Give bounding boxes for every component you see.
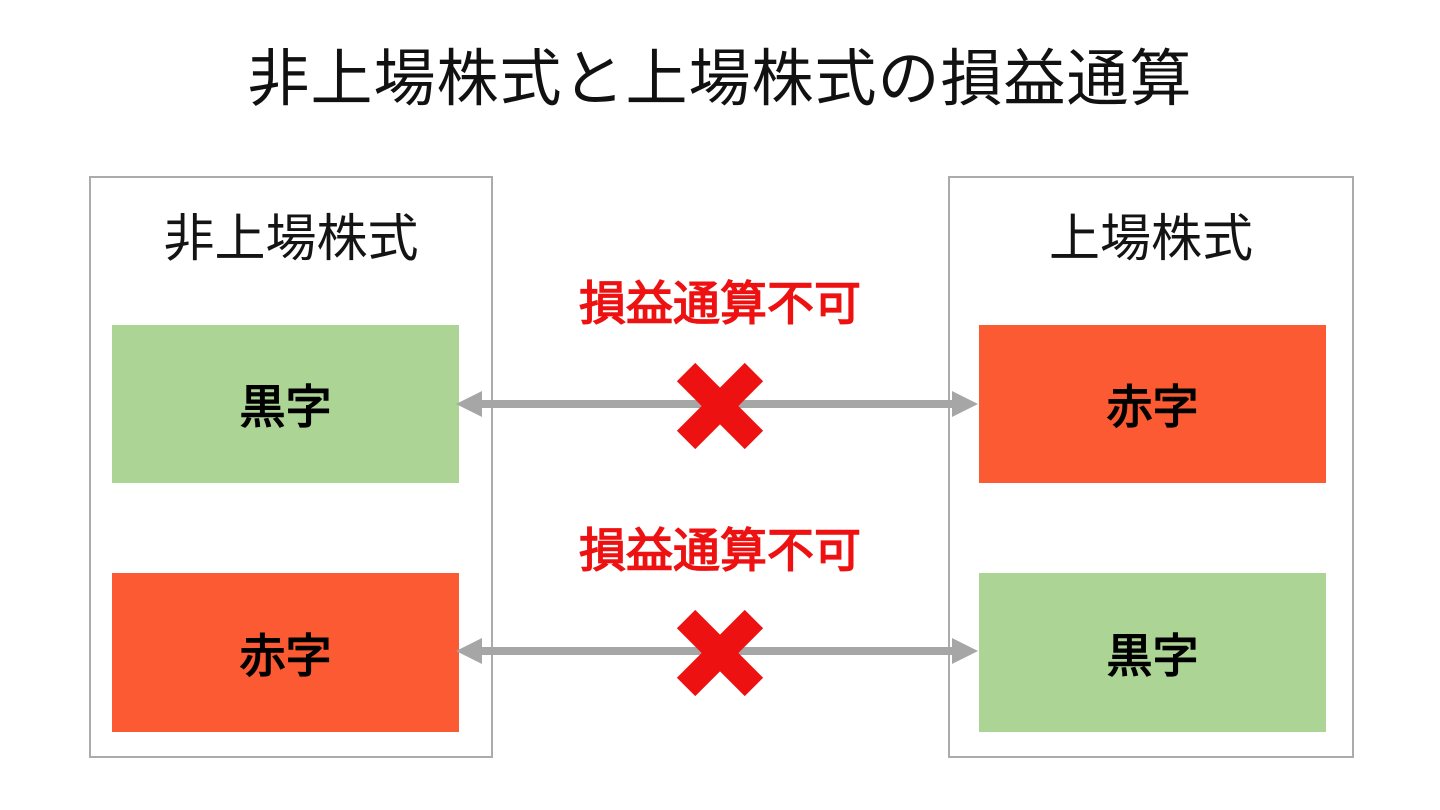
unlisted-loss-box: 赤字 [112,573,459,732]
offset-not-allowed-label-2: 損益通算不可 [579,524,861,577]
unlisted-profit-box: 黒字 [112,325,459,483]
blocked-cross-icon-1 [676,362,764,450]
listed-loss-box: 赤字 [979,325,1326,483]
unlisted-stocks-header: 非上場株式 [163,210,419,267]
blocked-cross-icon-2 [676,609,764,697]
listed-profit-box: 黒字 [979,573,1326,732]
offset-not-allowed-label-1: 損益通算不可 [579,277,861,330]
listed-stocks-header: 上場株式 [1048,210,1253,267]
diagram-title: 非上場株式と上場株式の損益通算 [247,45,1193,114]
